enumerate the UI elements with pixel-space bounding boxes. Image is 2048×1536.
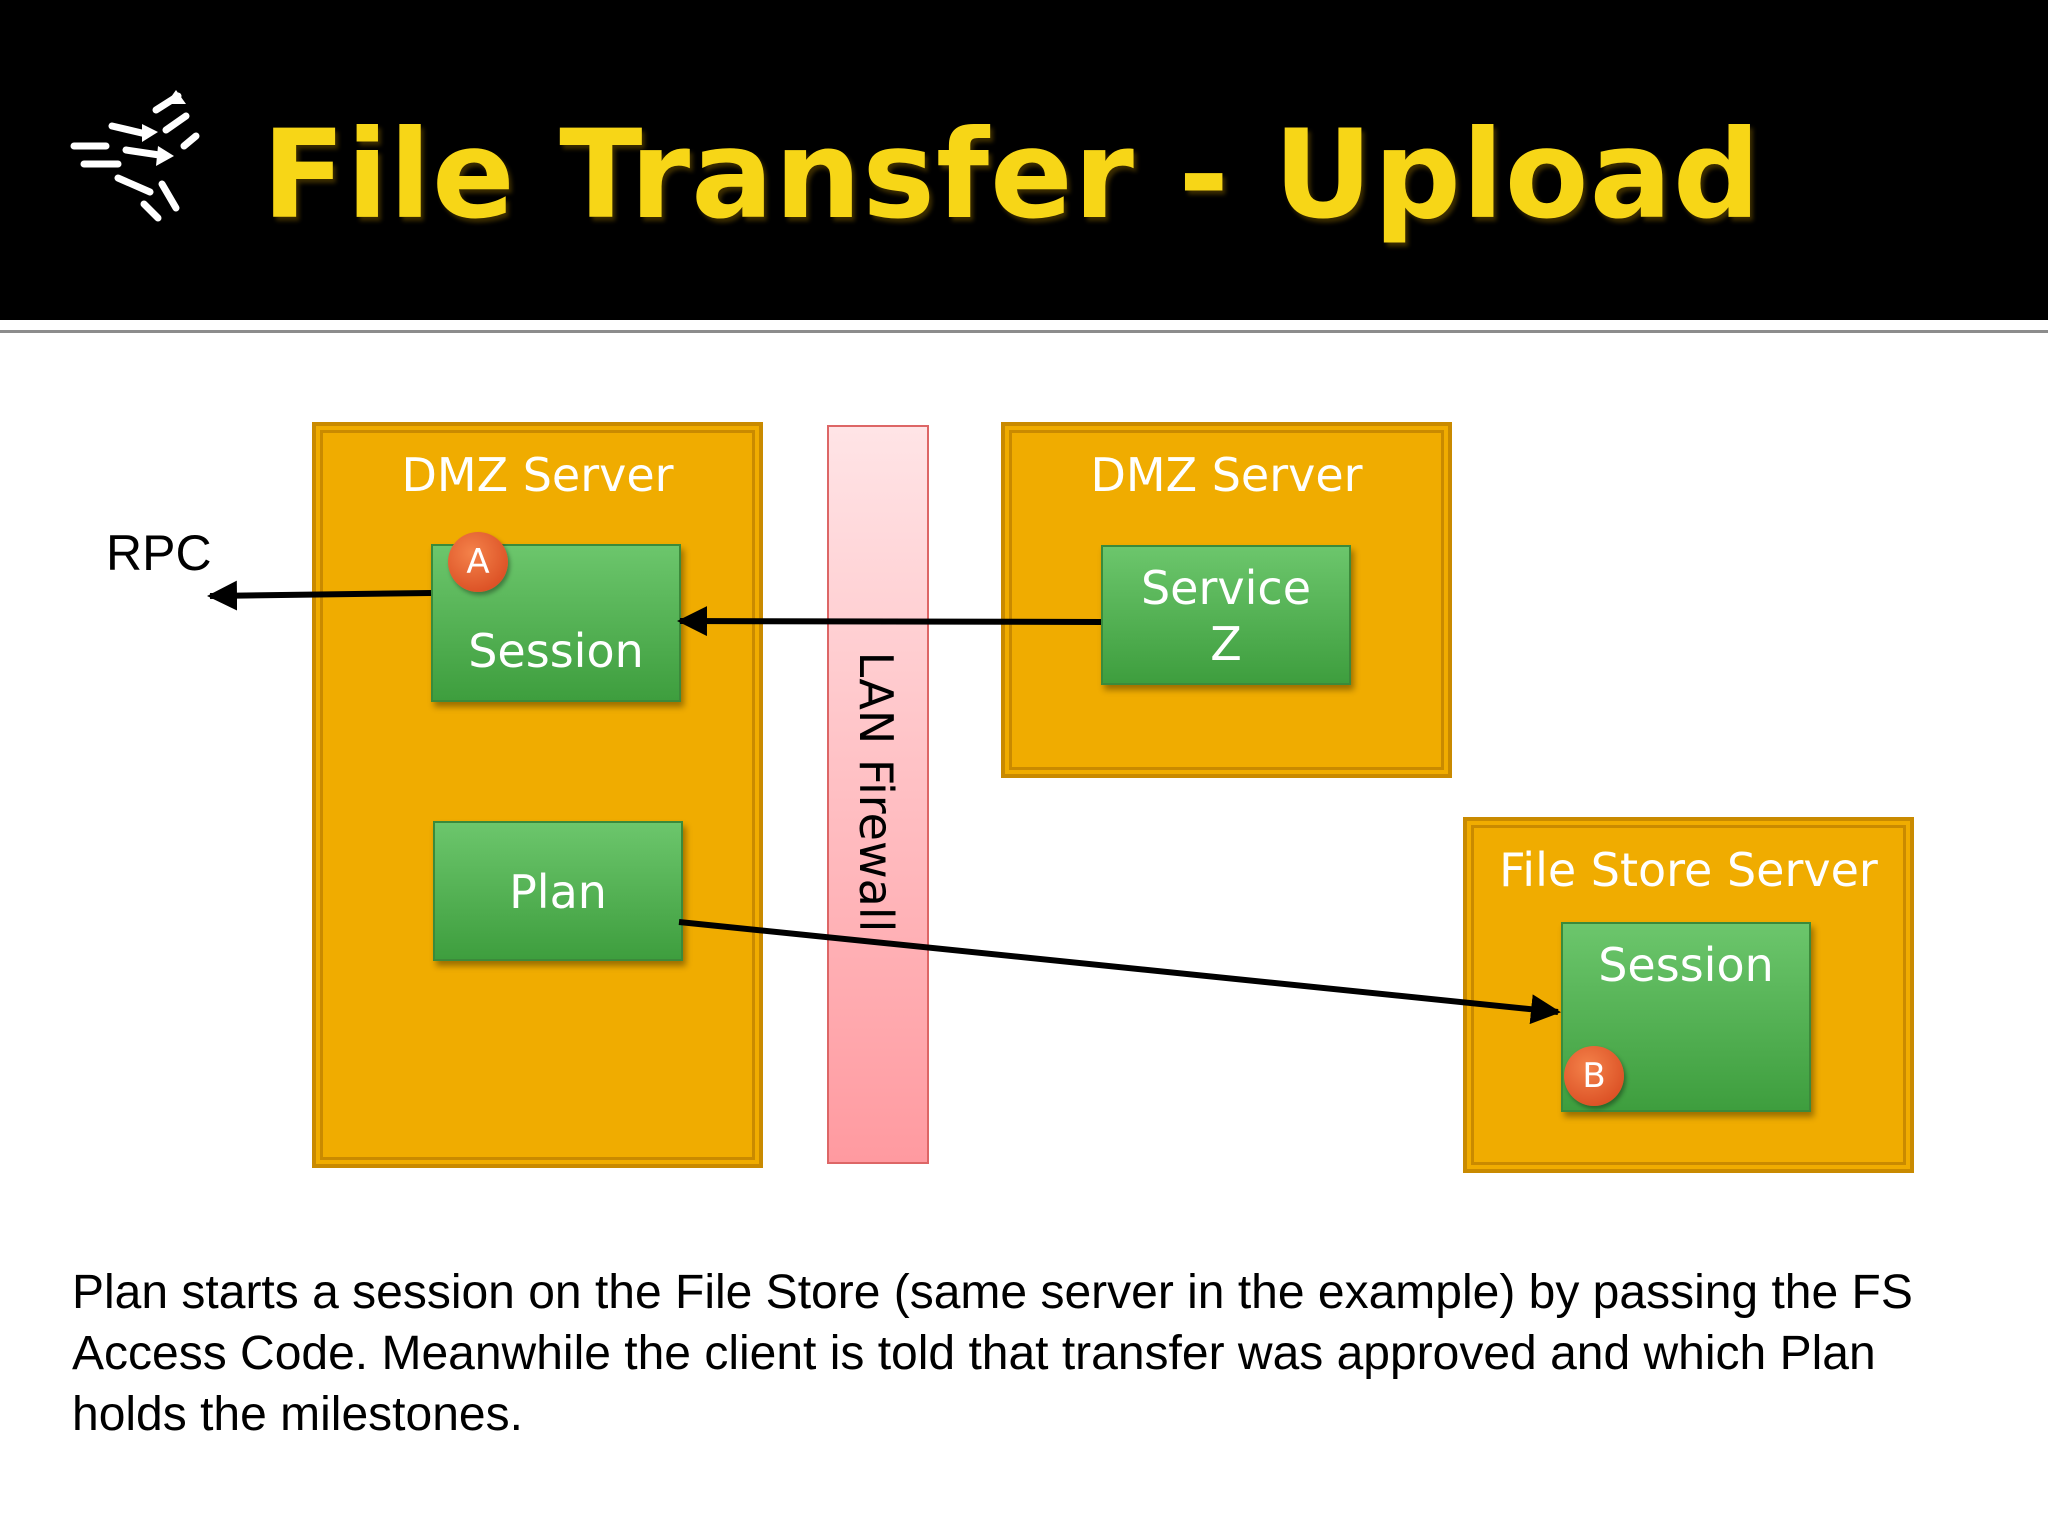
session-box-left-label: Session — [468, 624, 644, 678]
slide-title: File Transfer - Upload — [262, 104, 1762, 246]
dmz-server-right-title: DMZ Server — [1090, 448, 1363, 502]
rpc-label: RPC — [106, 525, 212, 581]
slide-caption: Plan starts a session on the File Store … — [72, 1266, 1913, 1441]
service-z-box: Service Z — [1101, 545, 1351, 685]
dmz-server-left-title: DMZ Server — [401, 448, 674, 502]
arrow-service-to-session — [677, 606, 1102, 637]
badge-a: A — [448, 532, 508, 592]
divider — [0, 330, 2048, 333]
plan-box: Plan — [433, 821, 683, 961]
title-bar: File Transfer - Upload — [0, 0, 2048, 320]
service-z-label-line2: Z — [1210, 617, 1242, 671]
session-box-file-store-label: Session — [1598, 938, 1774, 992]
service-z-label-line1: Service — [1140, 561, 1311, 615]
scattered-arrows-icon — [70, 90, 200, 222]
badge-b: B — [1564, 1046, 1624, 1106]
arrow-plan-to-file-store-session — [678, 919, 1561, 1025]
arrow-session-to-rpc — [207, 580, 432, 611]
plan-box-label: Plan — [509, 865, 607, 919]
file-store-server-title: File Store Server — [1499, 843, 1878, 897]
lan-firewall — [827, 425, 929, 1164]
